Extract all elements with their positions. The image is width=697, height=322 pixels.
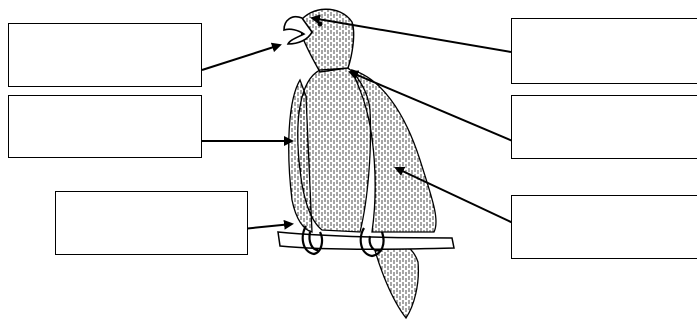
eagle-beak	[283, 15, 313, 45]
label-box-right-mid[interactable]	[511, 95, 697, 159]
eagle-drawing	[277, 8, 455, 320]
label-box-right-bottom[interactable]	[511, 195, 697, 259]
pointer-folded-wing	[394, 166, 529, 231]
label-box-left-top[interactable]	[8, 23, 202, 87]
eagle-folded-wing	[350, 69, 437, 233]
eagle-body	[297, 67, 372, 233]
eagle-talons	[301, 225, 385, 258]
eagle-eye	[317, 21, 323, 27]
pointer-beak	[201, 42, 282, 71]
pointer-head	[310, 14, 512, 53]
label-box-left-mid[interactable]	[8, 95, 202, 158]
label-box-left-bottom[interactable]	[55, 191, 248, 255]
label-box-right-top[interactable]	[511, 18, 697, 84]
eagle-head	[299, 8, 355, 73]
